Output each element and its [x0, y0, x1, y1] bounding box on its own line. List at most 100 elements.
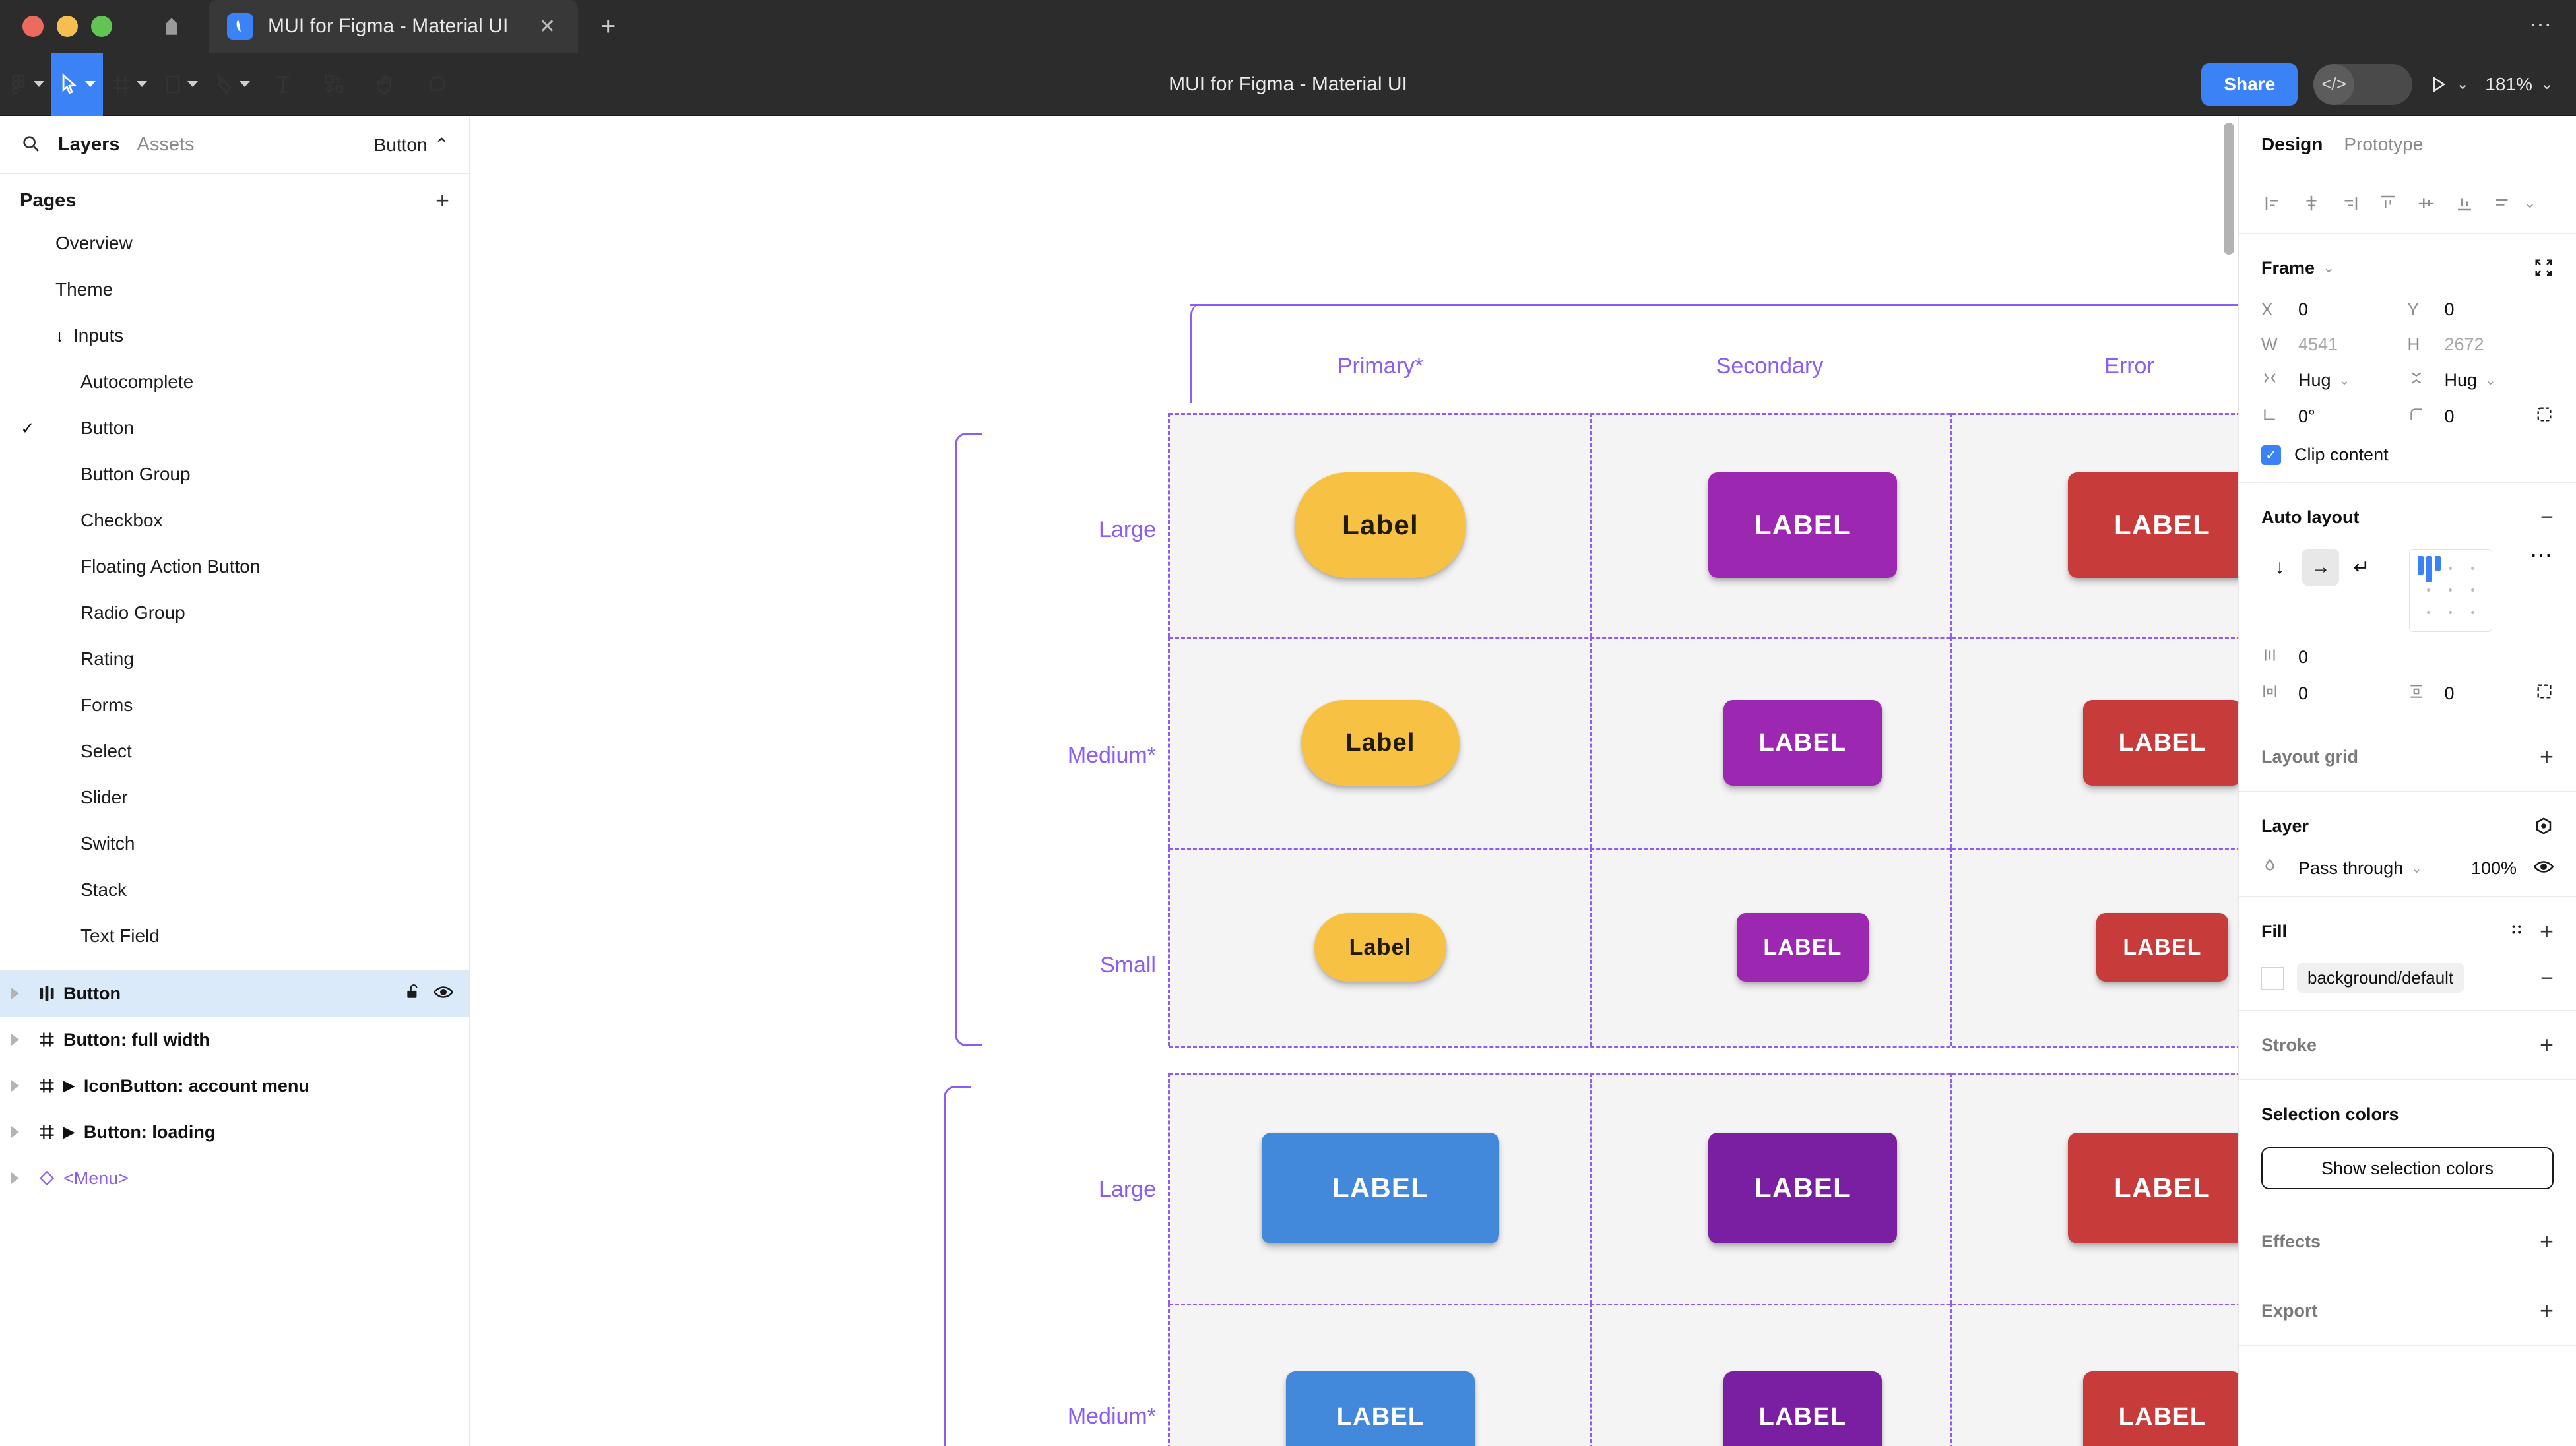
fill-token-name[interactable]: background/default	[2297, 963, 2464, 993]
minimize-window-button[interactable]	[57, 16, 78, 37]
material-button-secondary[interactable]: LABEL	[1708, 472, 1897, 578]
resize-to-fit-icon[interactable]	[2534, 258, 2554, 278]
align-vertical-center-icon[interactable]	[2409, 186, 2443, 220]
auto-layout-gap-value[interactable]: 0	[2298, 647, 2309, 667]
align-top-icon[interactable]	[2371, 186, 2405, 220]
material-button-error[interactable]: LABEL	[2083, 1371, 2238, 1446]
tab-layers[interactable]: Layers	[58, 134, 120, 155]
align-left-icon[interactable]	[2256, 186, 2290, 220]
add-layout-grid-button[interactable]: +	[2539, 743, 2554, 770]
dev-mode-toggle[interactable]: </>	[2313, 63, 2413, 105]
page-item-overview[interactable]: Overview	[0, 220, 469, 267]
add-page-button[interactable]: +	[435, 187, 449, 214]
chevron-down-icon[interactable]	[187, 81, 198, 87]
home-icon[interactable]	[135, 0, 209, 53]
page-item-forms[interactable]: Forms	[0, 682, 469, 728]
component-selector[interactable]: Button ⌃	[374, 134, 449, 156]
page-expand-arrow-icon[interactable]: ↓	[55, 326, 64, 346]
expand-triangle-icon[interactable]	[0, 988, 30, 999]
layer-row[interactable]: ▶Button: loading	[0, 1109, 469, 1155]
page-item-button[interactable]: ✓Button	[0, 405, 469, 451]
shape-tool-icon[interactable]	[154, 53, 206, 116]
horizontal-padding-value[interactable]: 0	[2298, 683, 2309, 703]
share-button[interactable]: Share	[2201, 63, 2298, 106]
auto-layout-wrap-button[interactable]: ↵	[2353, 556, 2370, 579]
clip-content-checkbox[interactable]: ✓	[2261, 445, 2281, 465]
expand-triangle-icon[interactable]	[0, 1080, 30, 1092]
visibility-eye-icon[interactable]	[2533, 858, 2554, 879]
layer-row[interactable]: <Menu>	[0, 1155, 469, 1201]
layer-row[interactable]: ▶IconButton: account menu	[0, 1063, 469, 1109]
expand-triangle-icon[interactable]	[0, 1126, 30, 1138]
remove-fill-button[interactable]: −	[2540, 965, 2554, 991]
independent-corners-icon[interactable]	[2535, 405, 2554, 428]
auto-layout-more-options-button[interactable]: ⋯	[2530, 543, 2554, 568]
canvas-scrollbar[interactable]	[2224, 123, 2234, 255]
material-button-secondary[interactable]: LABEL	[1737, 913, 1869, 982]
layer-settings-icon[interactable]	[2534, 816, 2554, 836]
comment-tool-icon[interactable]	[412, 53, 463, 116]
figma-menu-icon[interactable]	[0, 53, 51, 116]
new-tab-button[interactable]: +	[600, 11, 616, 41]
hand-tool-icon[interactable]	[360, 53, 412, 116]
individual-padding-icon[interactable]	[2535, 682, 2554, 705]
layer-opacity-value[interactable]: 100%	[2470, 858, 2517, 878]
material-button-error[interactable]: LABEL	[2068, 472, 2238, 578]
browser-tab[interactable]: MUI for Figma - Material UI ✕	[209, 0, 578, 53]
pen-tool-icon[interactable]	[206, 53, 257, 116]
page-item-radio-group[interactable]: Radio Group	[0, 590, 469, 636]
align-horizontal-center-icon[interactable]	[2294, 186, 2329, 220]
chevron-down-icon[interactable]: ⌄	[2323, 259, 2335, 276]
page-item-slider[interactable]: Slider	[0, 774, 469, 821]
page-item-switch[interactable]: Switch	[0, 821, 469, 867]
auto-layout-alignment-grid[interactable]	[2409, 549, 2492, 632]
present-button[interactable]: ⌄	[2428, 75, 2469, 94]
add-fill-button[interactable]: +	[2539, 918, 2554, 945]
maximize-window-button[interactable]	[91, 16, 112, 37]
vertical-resize-select[interactable]: Hug ⌄	[2444, 370, 2496, 390]
page-item-button-group[interactable]: Button Group	[0, 451, 469, 497]
page-item-floating-action-button[interactable]: Floating Action Button	[0, 544, 469, 590]
vertical-padding-value[interactable]: 0	[2444, 683, 2455, 703]
page-item-rating[interactable]: Rating	[0, 636, 469, 682]
remove-auto-layout-button[interactable]: −	[2540, 505, 2554, 530]
move-tool-icon[interactable]	[51, 52, 103, 116]
zoom-level-control[interactable]: 181% ⌄	[2485, 74, 2554, 95]
page-item-checkbox[interactable]: Checkbox	[0, 497, 469, 544]
eye-icon[interactable]	[433, 984, 454, 1004]
layer-row[interactable]: Button	[0, 970, 469, 1017]
material-button-error[interactable]: LABEL	[2096, 913, 2228, 982]
material-button-secondary[interactable]: LABEL	[1708, 1133, 1897, 1243]
chevron-down-icon[interactable]	[85, 81, 96, 87]
fill-styles-icon[interactable]	[2508, 921, 2525, 943]
material-button-error[interactable]: LABEL	[2068, 1133, 2238, 1243]
expand-triangle-icon[interactable]	[0, 1034, 30, 1046]
chevron-down-icon[interactable]: ⌄	[2524, 194, 2536, 211]
material-button-error[interactable]: LABEL	[2083, 700, 2238, 786]
h-value[interactable]: 2672	[2444, 334, 2484, 354]
distribute-menu-icon[interactable]	[2486, 186, 2520, 220]
page-item-select[interactable]: Select	[0, 728, 469, 774]
align-bottom-icon[interactable]	[2447, 186, 2482, 220]
chevron-down-icon[interactable]	[240, 81, 250, 87]
horizontal-resize-select[interactable]: Hug ⌄	[2298, 370, 2350, 390]
layer-collapse-triangle-icon[interactable]: ▶	[63, 1123, 75, 1140]
w-value[interactable]: 4541	[2298, 334, 2338, 354]
chevron-down-icon[interactable]	[34, 81, 44, 87]
layer-collapse-triangle-icon[interactable]: ▶	[63, 1077, 75, 1094]
close-icon[interactable]: ✕	[538, 15, 556, 38]
unlock-icon[interactable]	[404, 983, 422, 1005]
window-menu-icon[interactable]: ⋯	[2529, 13, 2554, 38]
tab-design[interactable]: Design	[2261, 134, 2323, 154]
resources-tool-icon[interactable]	[309, 53, 360, 116]
show-selection-colors-button[interactable]: Show selection colors	[2261, 1147, 2554, 1189]
chevron-down-icon[interactable]	[137, 81, 147, 87]
text-tool-icon[interactable]	[257, 53, 309, 116]
add-stroke-button[interactable]: +	[2539, 1031, 2554, 1058]
search-icon[interactable]	[20, 133, 41, 157]
rotation-value[interactable]: 0°	[2298, 406, 2315, 426]
material-button-primary[interactable]: LABEL	[1286, 1371, 1475, 1446]
page-item-inputs[interactable]: ↓Inputs	[0, 313, 469, 359]
page-item-text-field[interactable]: Text Field	[0, 913, 469, 959]
fill-color-swatch[interactable]	[2261, 966, 2284, 990]
